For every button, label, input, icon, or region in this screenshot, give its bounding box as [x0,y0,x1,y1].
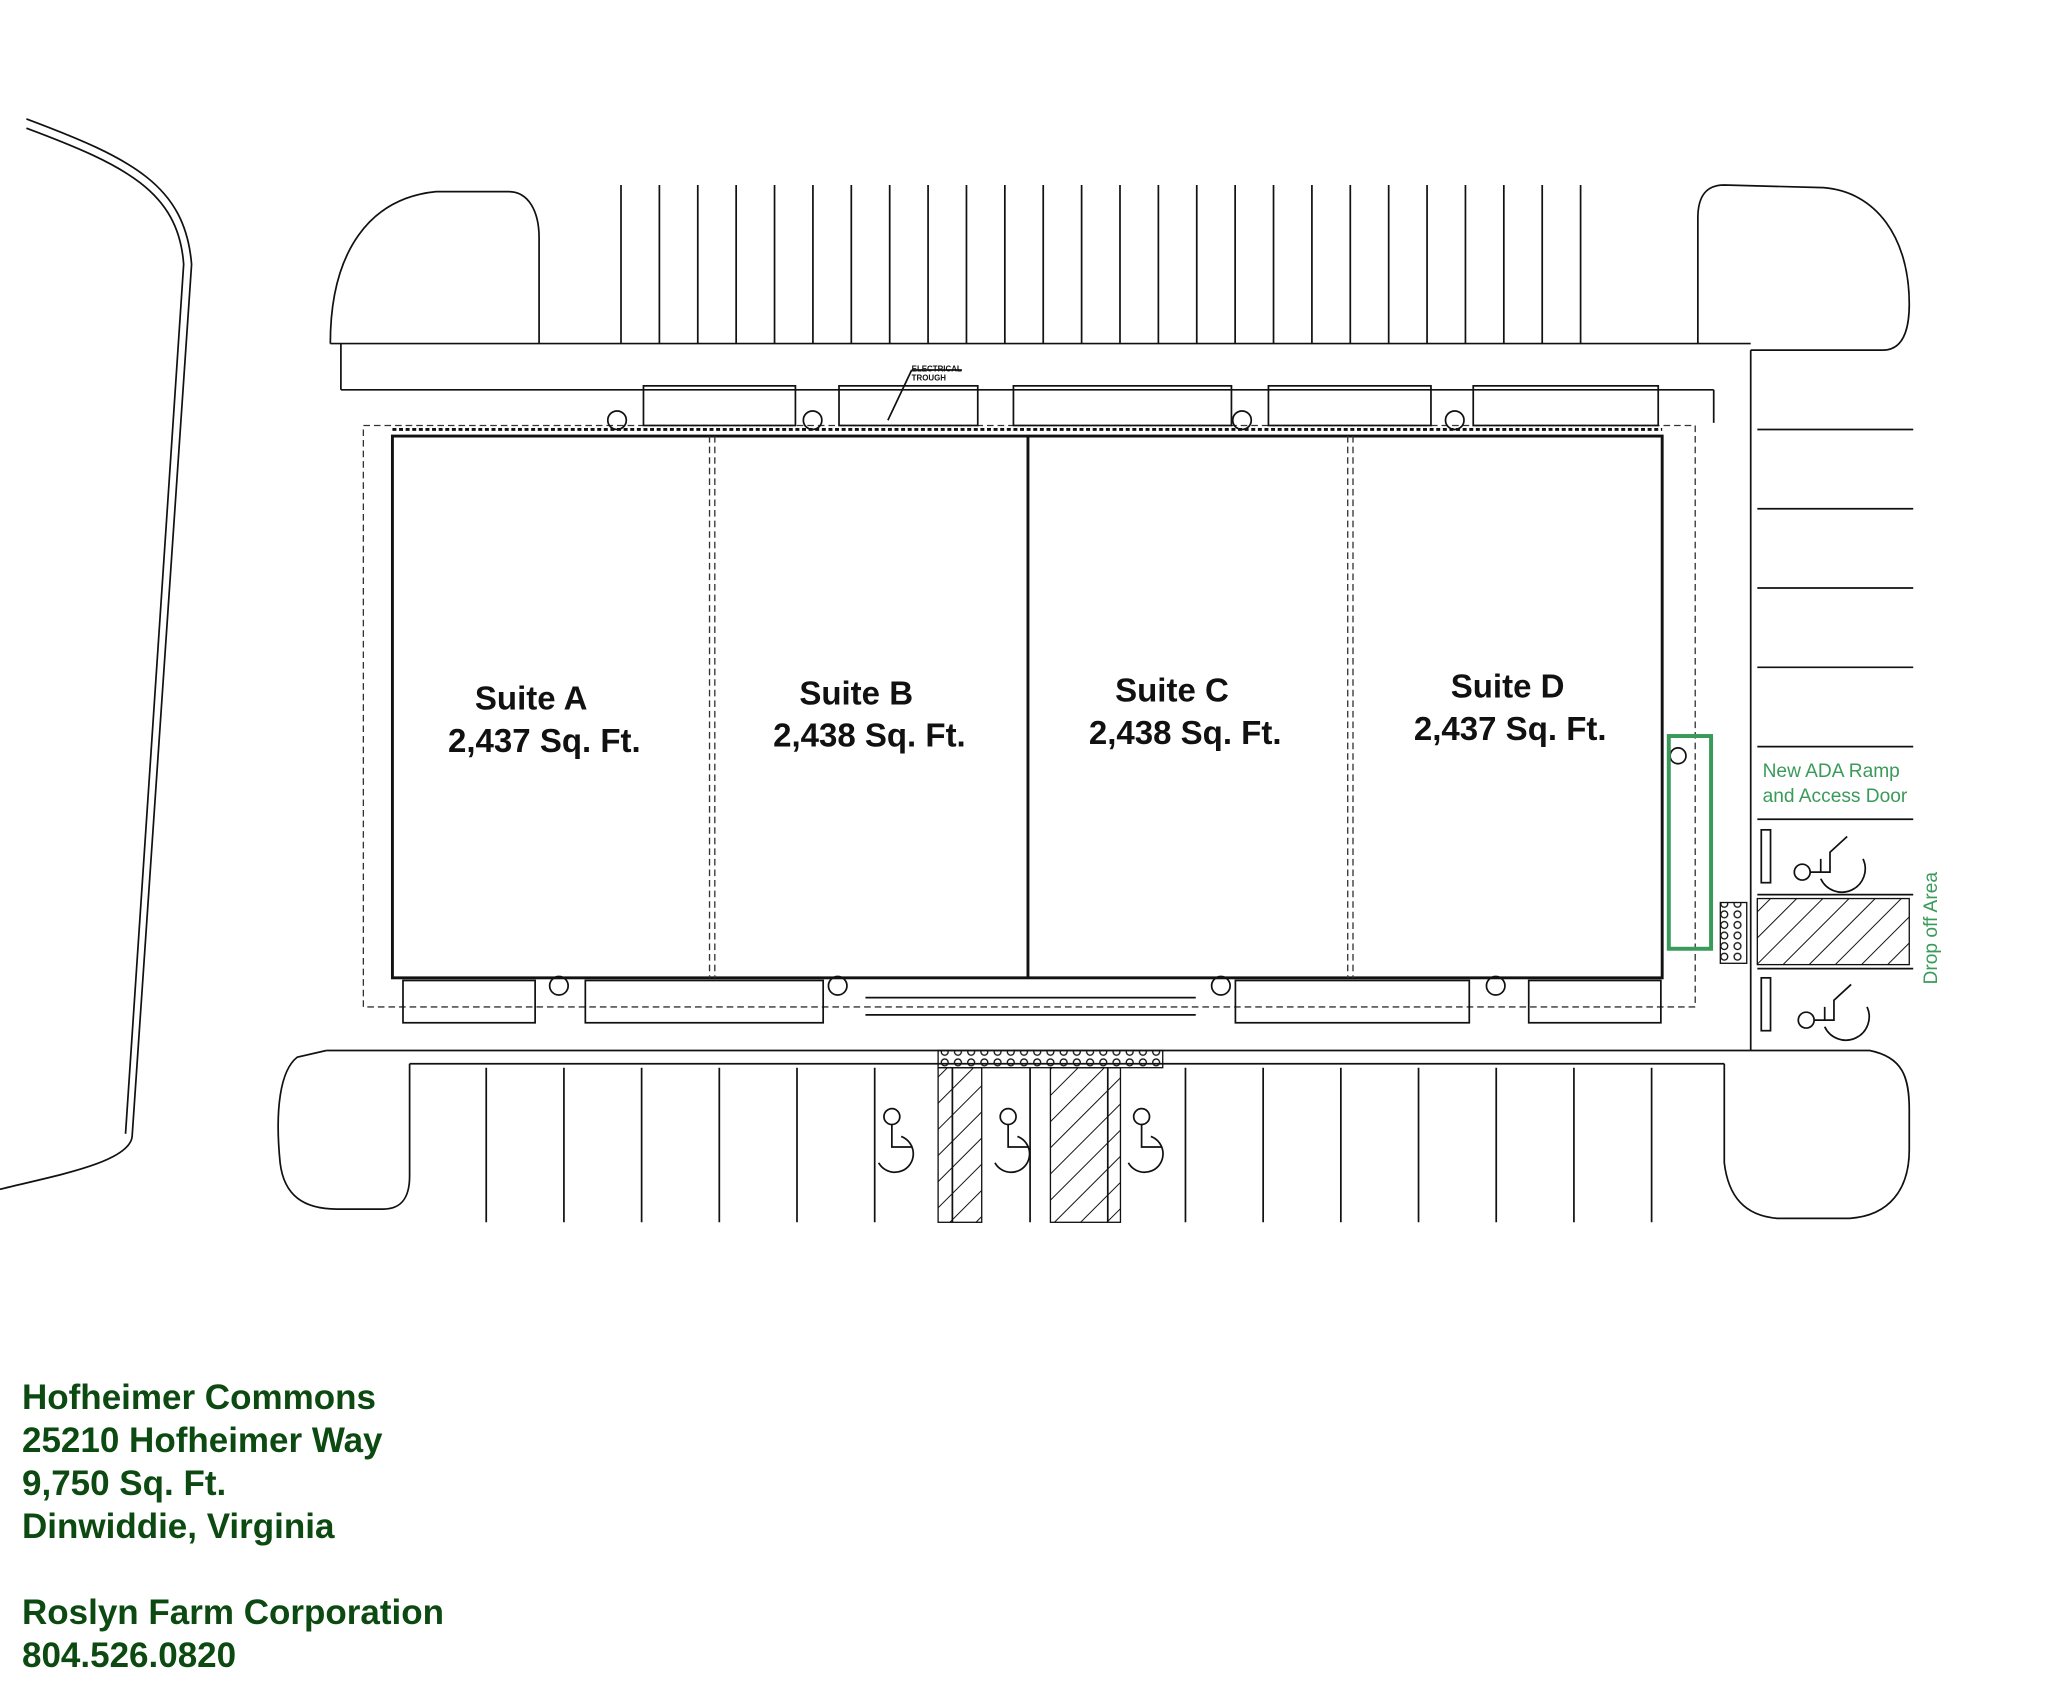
property-address: 25210 Hofheimer Way [22,1421,383,1460]
svg-text:2,437 Sq. Ft.: 2,437 Sq. Ft. [1414,710,1607,747]
property-info: Hofheimer Commons 25210 Hofheimer Way 9,… [22,1376,444,1677]
property-size: 9,750 Sq. Ft. [22,1464,227,1503]
electrical-trough-label: ELECTRICAL [912,364,962,373]
bottom-parking [277,1049,1911,1223]
svg-text:2,438 Sq. Ft.: 2,438 Sq. Ft. [773,717,966,754]
svg-text:Suite C: Suite C [1115,672,1229,709]
svg-text:2,437 Sq. Ft.: 2,437 Sq. Ft. [448,722,641,759]
accessible-parking-icon [877,1107,915,1174]
drop-off-label: Drop off Area [1921,872,1942,985]
property-name: Hofheimer Commons [22,1378,376,1417]
ada-ramp-highlight [1666,734,1714,951]
curb-ramp [937,1049,1164,1069]
building: ELECTRICAL TROUGH [362,364,1696,1024]
hatched-access-aisle [1756,897,1910,966]
right-parking [1712,350,1914,1110]
curb-ramp [1719,901,1748,964]
suite-c-label: Suite C 2,438 Sq. Ft. [1089,672,1282,751]
suite-d-label: Suite D 2,437 Sq. Ft. [1414,668,1607,747]
accessible-parking-icon [1127,1107,1164,1174]
ada-note: New ADA Ramp [1763,761,1900,782]
svg-text:2,438 Sq. Ft.: 2,438 Sq. Ft. [1089,714,1282,751]
top-parking [329,184,1911,391]
accessible-parking-icon [1797,983,1871,1042]
svg-text:and Access Door: and Access Door [1763,786,1908,807]
suite-a-label: Suite A 2,437 Sq. Ft. [448,680,641,759]
hatched-access-aisle [1049,1067,1122,1223]
access-road [0,118,193,1191]
svg-text:Suite B: Suite B [799,674,913,711]
accessible-parking-icon [994,1107,1031,1174]
accessible-parking-icon [1793,835,1867,894]
property-location: Dinwiddie, Virginia [22,1507,335,1546]
phone-number: 804.526.0820 [22,1636,237,1675]
company-name: Roslyn Farm Corporation [22,1593,444,1632]
svg-text:Suite A: Suite A [475,680,588,717]
suite-b-label: Suite B 2,438 Sq. Ft. [773,674,966,753]
hatched-access-aisle [937,1067,983,1223]
svg-text:TROUGH: TROUGH [912,374,947,383]
svg-text:Suite D: Suite D [1451,668,1565,705]
